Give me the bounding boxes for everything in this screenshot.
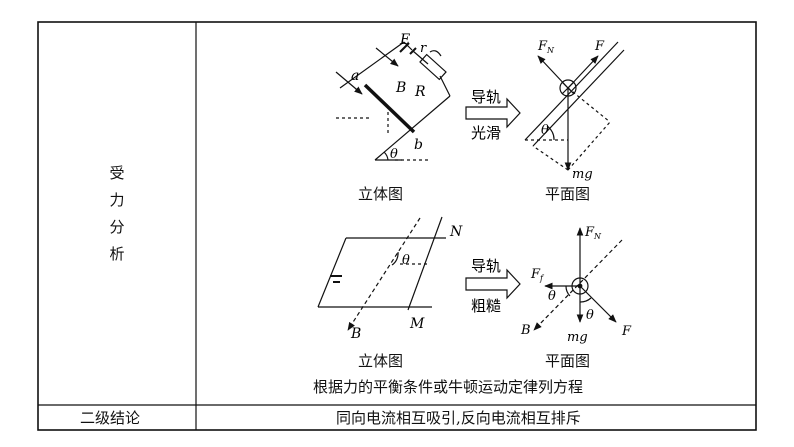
label-theta-bottom-1: θ xyxy=(548,289,556,304)
label-fn-bottom: FN xyxy=(584,225,602,241)
label-theta-bottom-3d: θ xyxy=(402,253,410,268)
bottom-process-arrow xyxy=(465,268,521,300)
top-process-arrow xyxy=(465,97,521,129)
label-ff: Ff xyxy=(530,267,545,283)
bottom-3d-diagram xyxy=(317,216,446,331)
label-mg-bottom: mg xyxy=(567,330,588,345)
top-arrow-label-bottom: 光滑 xyxy=(471,124,501,142)
bottom-arrow-label-top: 导轨 xyxy=(471,257,501,275)
label-r: r xyxy=(420,41,427,56)
label-fn: FN xyxy=(537,39,555,55)
label-f: F xyxy=(594,39,605,54)
resistor-lead xyxy=(429,50,442,57)
bottom-plane-diagram xyxy=(533,227,623,331)
label-mg: mg xyxy=(572,167,593,182)
label-b-end: b xyxy=(414,137,423,153)
force-f-arrow xyxy=(567,55,599,89)
label-b-field: B xyxy=(395,80,406,96)
rod-ab xyxy=(363,83,416,134)
force-fn-arrow xyxy=(537,55,569,89)
top-left-caption: 立体图 xyxy=(358,185,404,203)
bottom-right-caption: 平面图 xyxy=(545,352,591,370)
wire-to-b xyxy=(439,75,451,97)
top-plane-diagram xyxy=(524,41,625,171)
row2-label: 二级结论 xyxy=(80,409,141,427)
method-caption: 根据力的平衡条件或牛顿运动定律列方程 xyxy=(313,378,584,396)
label-theta-3d: θ xyxy=(390,147,398,162)
top-right-caption: 平面图 xyxy=(545,185,591,203)
rail-left-edge xyxy=(317,237,347,308)
wire-e xyxy=(403,41,413,51)
table-grid xyxy=(37,21,757,431)
force-f-bottom-arrow xyxy=(579,285,617,323)
label-f-bottom: F xyxy=(621,324,632,339)
rail-b xyxy=(374,95,451,161)
label-m: M xyxy=(409,316,425,332)
top-3d-diagram xyxy=(335,41,451,161)
row2-conclusion: 同向电流相互吸引,反向电流相互排斥 xyxy=(336,409,581,427)
label-theta-bottom-2: θ xyxy=(586,308,594,323)
label-b-bottom: B xyxy=(350,326,361,342)
incline-line-2 xyxy=(532,49,625,147)
rail-a xyxy=(339,41,405,89)
b-field-arrow xyxy=(347,217,421,331)
b-field-arrow-2 xyxy=(375,47,399,67)
resistor-r xyxy=(419,53,447,81)
battery-plate-long xyxy=(399,42,410,53)
wire-r xyxy=(412,50,429,65)
label-b-plane: B xyxy=(520,323,531,338)
label-r-resistor: R xyxy=(414,84,426,100)
label-a: a xyxy=(351,68,359,84)
row1-label: 受力分析 xyxy=(109,164,125,263)
label-e: E xyxy=(399,32,410,48)
bottom-arrow-label-bottom: 粗糙 xyxy=(471,297,501,315)
label-theta-plane: θ xyxy=(541,123,549,138)
label-n: N xyxy=(449,224,463,240)
top-arrow-label-top: 导轨 xyxy=(471,88,501,106)
b-field-arrow-1 xyxy=(335,71,363,95)
bottom-left-caption: 立体图 xyxy=(358,352,404,370)
